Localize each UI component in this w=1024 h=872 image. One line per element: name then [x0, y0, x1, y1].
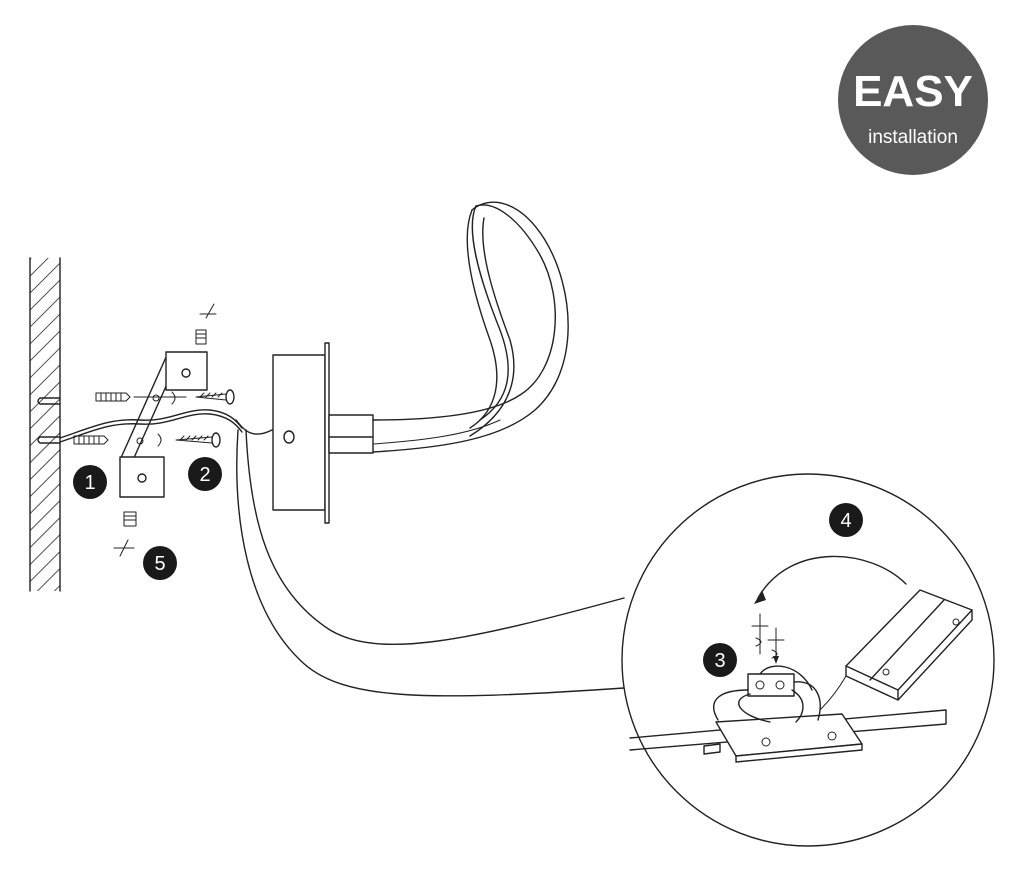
step-2-label: 2 — [199, 464, 210, 486]
mounting-bracket — [119, 351, 208, 498]
wall-plug-upper — [95, 392, 131, 402]
badge-circle — [838, 25, 988, 175]
step-1-label: 1 — [84, 472, 95, 494]
step-marker-5: 5 — [143, 546, 177, 580]
step-marker-4: 4 — [829, 503, 863, 537]
step-4-label: 4 — [840, 510, 851, 532]
screw-upper — [195, 389, 235, 405]
screw-lower — [175, 432, 221, 448]
easy-installation-badge: EASY installation — [838, 25, 988, 175]
rotation-arrow-upper — [171, 391, 176, 405]
badge-subtitle: installation — [868, 127, 958, 148]
badge-title: EASY — [853, 67, 973, 116]
rotate-cover-arrow — [757, 555, 907, 599]
zoom-callout-outline — [236, 429, 625, 697]
bracket-bottom-plate — [119, 456, 165, 498]
zoom-circle — [621, 473, 995, 847]
rotation-arrow-lower — [157, 433, 162, 447]
step-marker-3: 3 — [703, 643, 737, 677]
supply-cable — [59, 409, 243, 439]
step-3-label: 3 — [714, 650, 725, 672]
zoom-detail — [629, 555, 973, 763]
screwdriver-icon — [751, 613, 785, 664]
lamp-arm — [328, 201, 569, 454]
connector-cable — [235, 419, 273, 435]
wall — [29, 257, 61, 592]
wall-holes — [37, 397, 61, 444]
wall-plug-lower — [73, 435, 109, 445]
set-screw-top — [195, 303, 217, 345]
step-marker-2: 2 — [188, 457, 222, 491]
wall-hatching — [30, 258, 60, 591]
bracket-top-plate — [165, 351, 208, 391]
lamp-canopy — [272, 342, 330, 524]
step-marker-1: 1 — [73, 465, 107, 499]
set-screw-bottom — [113, 511, 137, 557]
step-5-label: 5 — [154, 553, 165, 575]
